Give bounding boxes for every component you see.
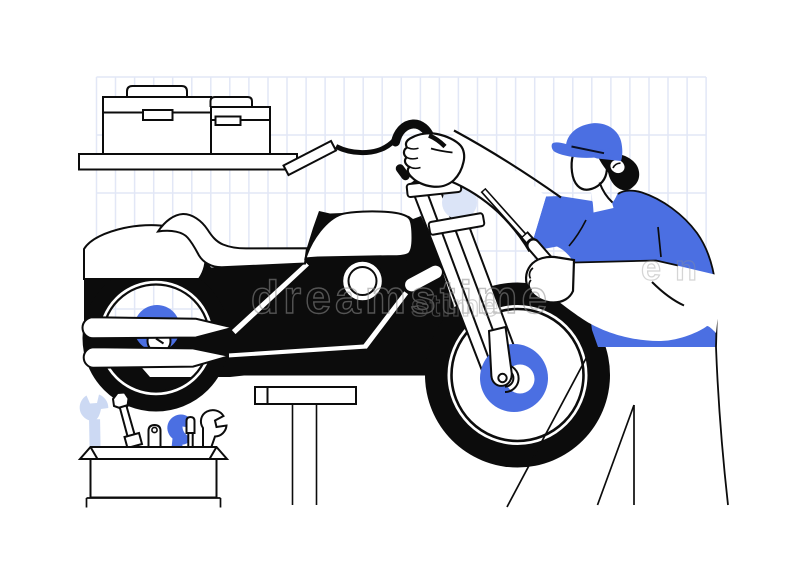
svg-text:dreamstime: dreamstime [251, 271, 551, 323]
svg-text:stime: stime [411, 288, 499, 323]
svg-text:e n: e n [641, 247, 699, 288]
